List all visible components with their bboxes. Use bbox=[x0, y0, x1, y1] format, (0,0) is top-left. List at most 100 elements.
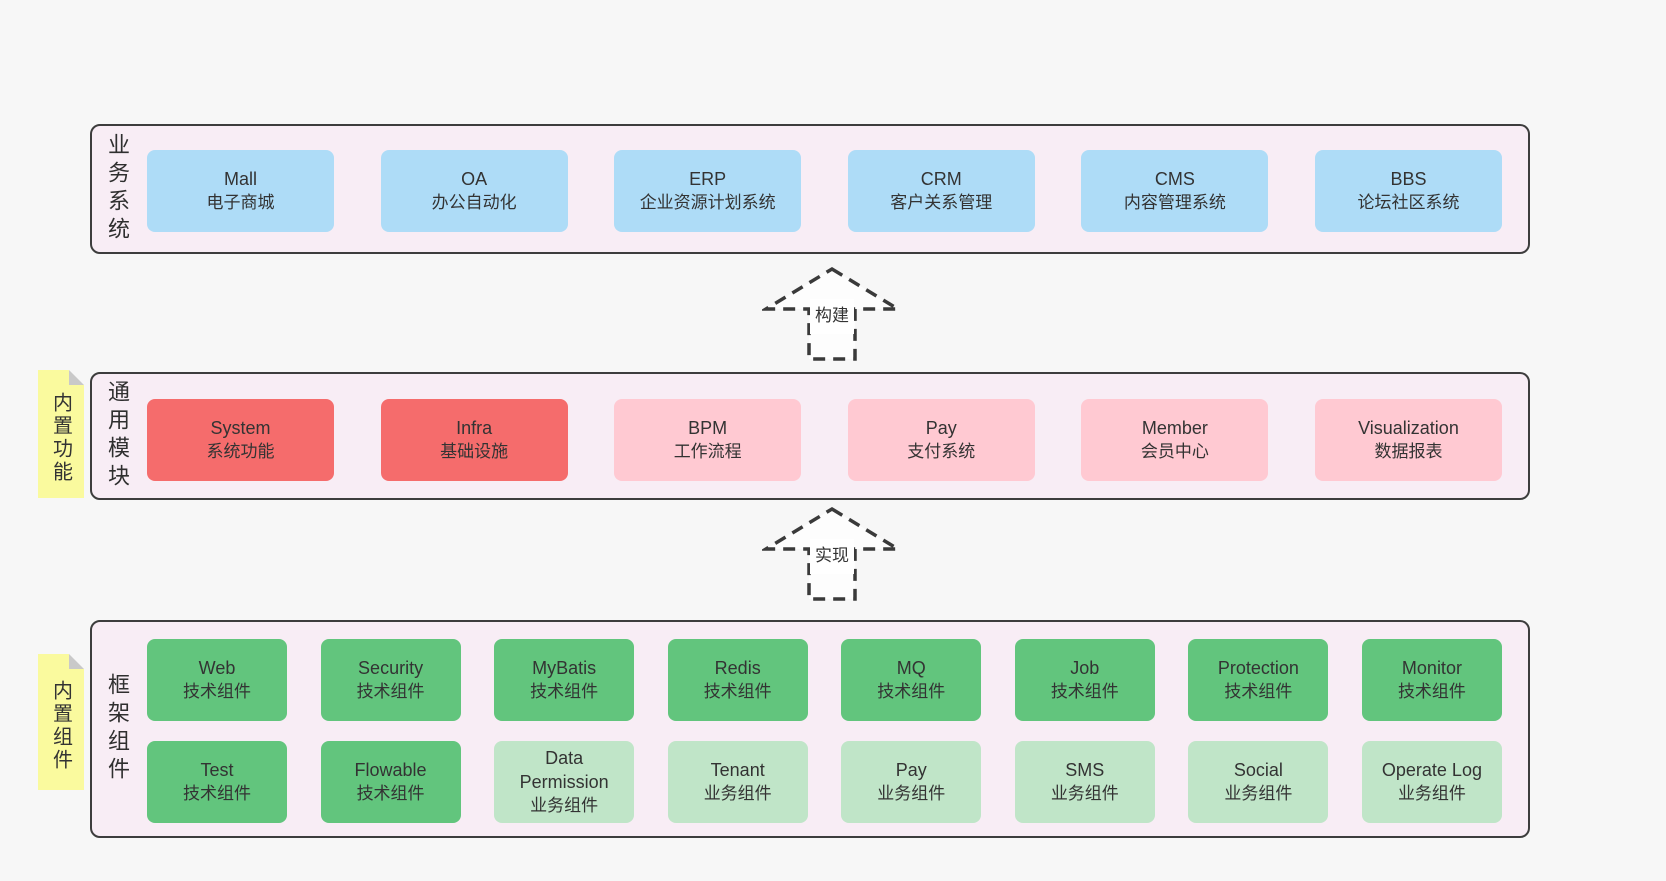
box-mybatis-title: MyBatis bbox=[532, 658, 597, 678]
box-bbs: BBS 论坛社区系统 bbox=[1314, 150, 1502, 232]
common-modules-row: System 系统功能 Infra 基础设施 BPM 工作流程 Pay 支付系统… bbox=[147, 399, 1502, 481]
box-pay-biz: Pay 业务组件 bbox=[841, 741, 982, 823]
box-bpm: BPM 工作流程 bbox=[614, 399, 802, 481]
box-security-subtitle: 技术组件 bbox=[356, 682, 425, 701]
box-sms: SMS 业务组件 bbox=[1014, 741, 1155, 823]
box-member-title: Member bbox=[1141, 418, 1208, 438]
section-business-systems-label: 业务系统 bbox=[105, 133, 130, 245]
box-bbs-subtitle: 论坛社区系统 bbox=[1357, 193, 1460, 212]
box-erp-subtitle: 企业资源计划系统 bbox=[639, 193, 776, 212]
box-system: System 系统功能 bbox=[147, 399, 334, 481]
box-monitor: Monitor 技术组件 bbox=[1361, 639, 1502, 721]
box-flowable-subtitle: 技术组件 bbox=[356, 784, 425, 803]
box-cms-subtitle: 内容管理系统 bbox=[1123, 193, 1226, 212]
box-member-subtitle: 会员中心 bbox=[1140, 442, 1209, 461]
box-web: Web 技术组件 bbox=[147, 639, 287, 721]
box-mybatis-subtitle: 技术组件 bbox=[530, 682, 599, 701]
box-data-permission: Data Permission 业务组件 bbox=[494, 741, 635, 823]
box-crm: CRM 客户关系管理 bbox=[847, 150, 1035, 232]
box-crm-subtitle: 客户关系管理 bbox=[890, 193, 993, 212]
section-common-modules-label: 通用模块 bbox=[105, 380, 130, 492]
box-visualization-subtitle: 数据报表 bbox=[1374, 442, 1443, 461]
arrow-build-label: 构建 bbox=[810, 299, 854, 334]
box-flowable: Flowable 技术组件 bbox=[320, 741, 461, 823]
box-pay-title: Pay bbox=[925, 418, 957, 438]
box-mybatis: MyBatis 技术组件 bbox=[494, 639, 635, 721]
box-pay-biz-title: Pay bbox=[895, 760, 927, 780]
box-job: Job 技术组件 bbox=[1014, 639, 1155, 721]
section-framework-components: 框架组件 Web 技术组件 Security 技术组件 MyBatis 技术组件… bbox=[90, 620, 1530, 838]
box-erp-title: ERP bbox=[689, 169, 727, 189]
box-oa: OA 办公自动化 bbox=[380, 150, 568, 232]
sticky-built-in-features-label: 内置功能 bbox=[49, 392, 72, 484]
box-web-subtitle: 技术组件 bbox=[183, 682, 251, 701]
box-test-title: Test bbox=[200, 760, 234, 780]
box-mq-title: MQ bbox=[896, 658, 926, 678]
box-oa-title: OA bbox=[461, 169, 488, 189]
box-sms-title: SMS bbox=[1065, 760, 1105, 780]
box-mall-title: Mall bbox=[223, 169, 257, 189]
section-framework-components-label: 框架组件 bbox=[105, 673, 130, 785]
box-social-subtitle: 业务组件 bbox=[1224, 784, 1293, 803]
box-tenant: Tenant 业务组件 bbox=[667, 741, 808, 823]
box-monitor-subtitle: 技术组件 bbox=[1397, 682, 1466, 701]
box-bbs-title: BBS bbox=[1390, 169, 1427, 189]
box-tenant-subtitle: 业务组件 bbox=[703, 784, 772, 803]
box-social: Social 业务组件 bbox=[1188, 741, 1329, 823]
box-tenant-title: Tenant bbox=[710, 760, 765, 780]
box-pay: Pay 支付系统 bbox=[847, 399, 1035, 481]
arrow-build: 构建 bbox=[762, 266, 902, 363]
box-cms-title: CMS bbox=[1154, 169, 1195, 189]
box-web-title: Web bbox=[198, 658, 236, 678]
box-test: Test 技术组件 bbox=[147, 741, 287, 823]
framework-components-row-2: Test 技术组件 Flowable 技术组件 Data Permission … bbox=[147, 741, 1502, 823]
box-pay-subtitle: 支付系统 bbox=[907, 442, 976, 461]
sticky-built-in-components-label: 内置组件 bbox=[49, 680, 72, 772]
box-monitor-title: Monitor bbox=[1401, 658, 1462, 678]
box-redis-subtitle: 技术组件 bbox=[703, 682, 772, 701]
box-protection-subtitle: 技术组件 bbox=[1224, 682, 1293, 701]
box-system-subtitle: 系统功能 bbox=[206, 442, 275, 461]
folded-corner-icon bbox=[69, 370, 84, 385]
box-infra: Infra 基础设施 bbox=[380, 399, 568, 481]
box-job-title: Job bbox=[1070, 658, 1100, 678]
framework-components-row-1: Web 技术组件 Security 技术组件 MyBatis 技术组件 Redi… bbox=[147, 639, 1502, 721]
box-mq: MQ 技术组件 bbox=[841, 639, 982, 721]
box-operate-log: Operate Log 业务组件 bbox=[1361, 741, 1502, 823]
box-visualization: Visualization 数据报表 bbox=[1314, 399, 1502, 481]
box-mall-subtitle: 电子商城 bbox=[206, 193, 275, 212]
box-member: Member 会员中心 bbox=[1081, 399, 1269, 481]
arrow-implement-label: 实现 bbox=[810, 539, 854, 574]
box-protection-title: Protection bbox=[1217, 658, 1299, 678]
section-common-modules: 通用模块 System 系统功能 Infra 基础设施 BPM 工作流程 Pay… bbox=[90, 372, 1530, 500]
business-systems-row: Mall 电子商城 OA 办公自动化 ERP 企业资源计划系统 CRM 客户关系… bbox=[147, 150, 1502, 232]
box-system-title: System bbox=[210, 418, 271, 438]
box-oa-subtitle: 办公自动化 bbox=[431, 193, 517, 212]
box-pay-biz-subtitle: 业务组件 bbox=[877, 784, 946, 803]
sticky-built-in-features: 内置功能 bbox=[38, 370, 84, 498]
box-operate-log-title: Operate Log bbox=[1381, 760, 1482, 780]
box-social-title: Social bbox=[1233, 760, 1283, 780]
box-security-title: Security bbox=[358, 658, 424, 678]
box-bpm-subtitle: 工作流程 bbox=[673, 442, 742, 461]
box-redis-title: Redis bbox=[714, 658, 761, 678]
sticky-built-in-components: 内置组件 bbox=[38, 654, 84, 790]
box-redis: Redis 技术组件 bbox=[667, 639, 808, 721]
box-security: Security 技术组件 bbox=[320, 639, 461, 721]
box-cms: CMS 内容管理系统 bbox=[1081, 150, 1269, 232]
folded-corner-icon bbox=[69, 654, 84, 669]
box-test-subtitle: 技术组件 bbox=[183, 784, 251, 803]
section-business-systems: 业务系统 Mall 电子商城 OA 办公自动化 ERP 企业资源计划系统 CRM… bbox=[90, 124, 1530, 254]
box-data-permission-subtitle: 业务组件 bbox=[530, 796, 599, 815]
arrow-implement: 实现 bbox=[762, 506, 902, 603]
box-infra-title: Infra bbox=[456, 418, 493, 438]
box-data-permission-title: Data Permission bbox=[519, 748, 609, 792]
box-operate-log-subtitle: 业务组件 bbox=[1397, 784, 1466, 803]
box-bpm-title: BPM bbox=[688, 418, 728, 438]
box-mall: Mall 电子商城 bbox=[147, 150, 334, 232]
box-protection: Protection 技术组件 bbox=[1188, 639, 1329, 721]
box-infra-subtitle: 基础设施 bbox=[440, 442, 509, 461]
box-job-subtitle: 技术组件 bbox=[1050, 682, 1119, 701]
box-crm-title: CRM bbox=[920, 169, 962, 189]
